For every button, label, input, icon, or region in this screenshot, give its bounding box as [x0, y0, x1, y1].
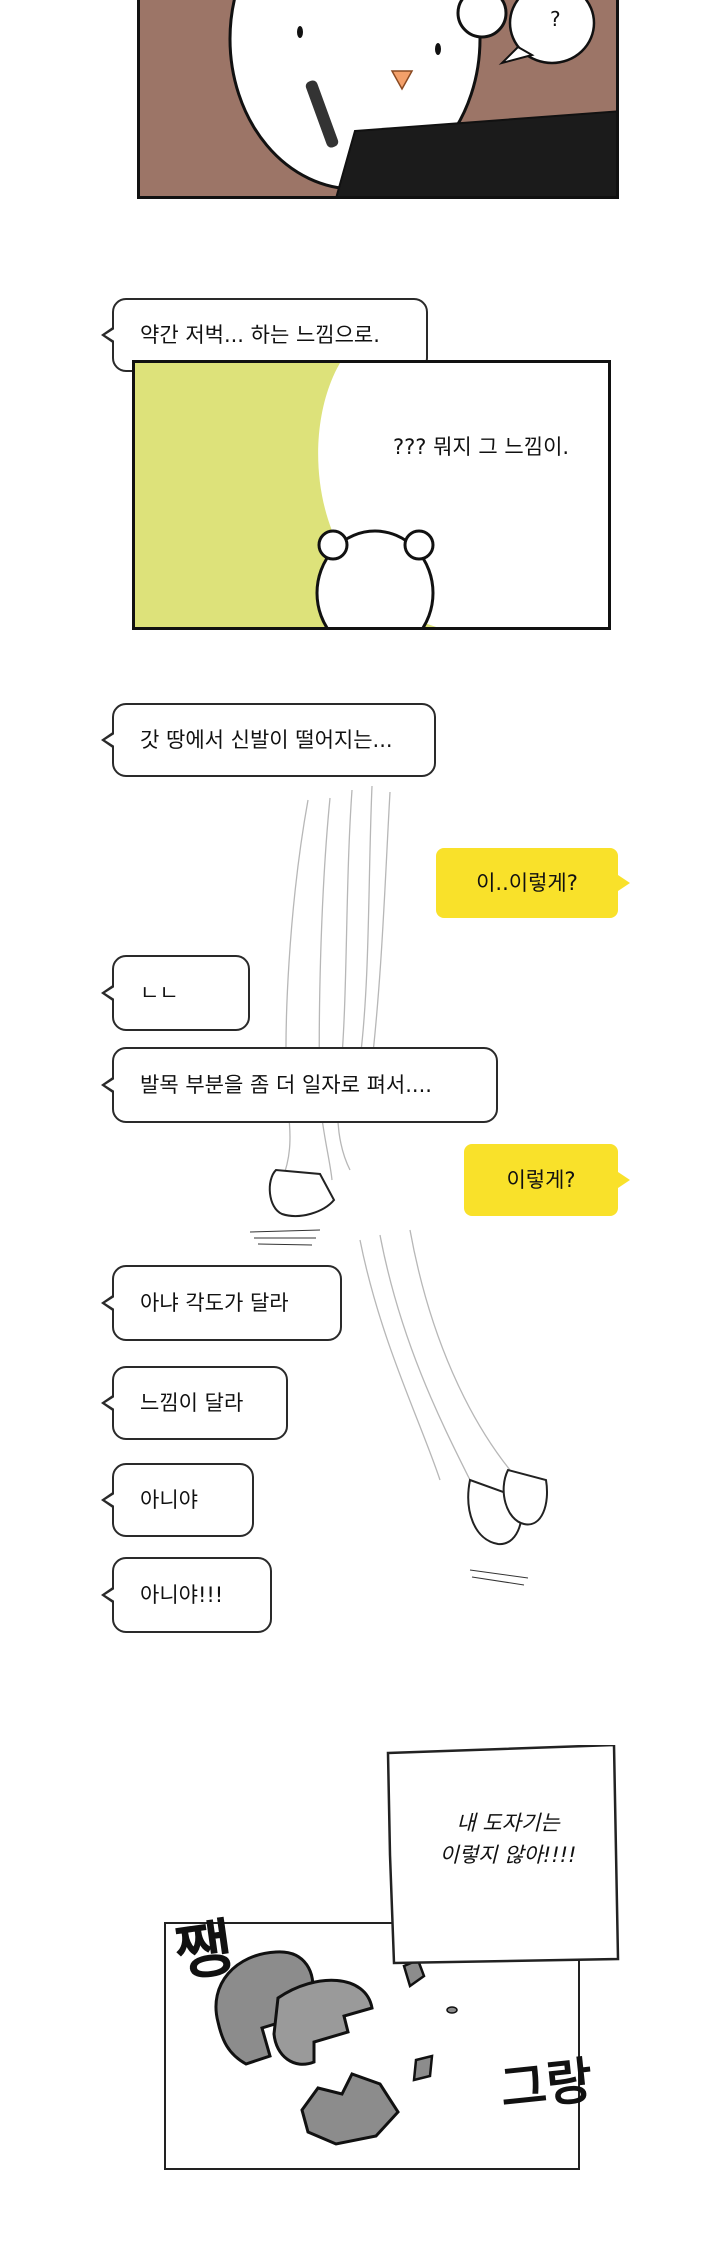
reply-bubble-1: 이..이렇게? [436, 848, 630, 918]
sfx-left-text: 쨍 [170, 1910, 238, 1991]
chat-bubble-5: 아냐 각도가 달라 [101, 1265, 342, 1341]
chat-bubble-2: 갓 땅에서 신발이 떨어지는... [101, 703, 436, 777]
chat-bubble-8: 아니야!!! [101, 1557, 272, 1633]
broken-pottery-illustration [214, 1950, 458, 2146]
panel2-text: ??? 뭐지 그 느낌이. [393, 435, 570, 459]
panel-broken-pottery [164, 1922, 580, 2170]
question-mark-text: ? [550, 7, 561, 31]
note-line-1: 내 도자기는 [456, 1811, 560, 1835]
chat-bubble-4: 발목 부분을 좀 더 일자로 펴서.... [101, 1047, 498, 1123]
panel-green-thinking: ??? 뭐지 그 느낌이. [132, 360, 611, 630]
character-drawing-illustration [228, 0, 616, 196]
sfx-right-text: 그랑 [497, 2050, 596, 2119]
chat-bubble-6: 느낌이 달라 [101, 1366, 288, 1440]
green-background-shape [135, 363, 437, 627]
reply-bubble-2: 이렇게? [464, 1144, 630, 1216]
note-card-text: 내 도자기는 이렇지 않아!!!! [410, 1808, 606, 1871]
legs-sketch-illustration [249, 785, 548, 1586]
note-card-shape [386, 1745, 620, 1965]
panel-brown-writing: ? [137, 0, 619, 199]
note-line-2: 이렇지 않아!!!! [439, 1842, 577, 1867]
chat-bubble-3: ㄴㄴ [101, 955, 250, 1031]
chat-bubble-7: 아니야 [101, 1463, 254, 1537]
